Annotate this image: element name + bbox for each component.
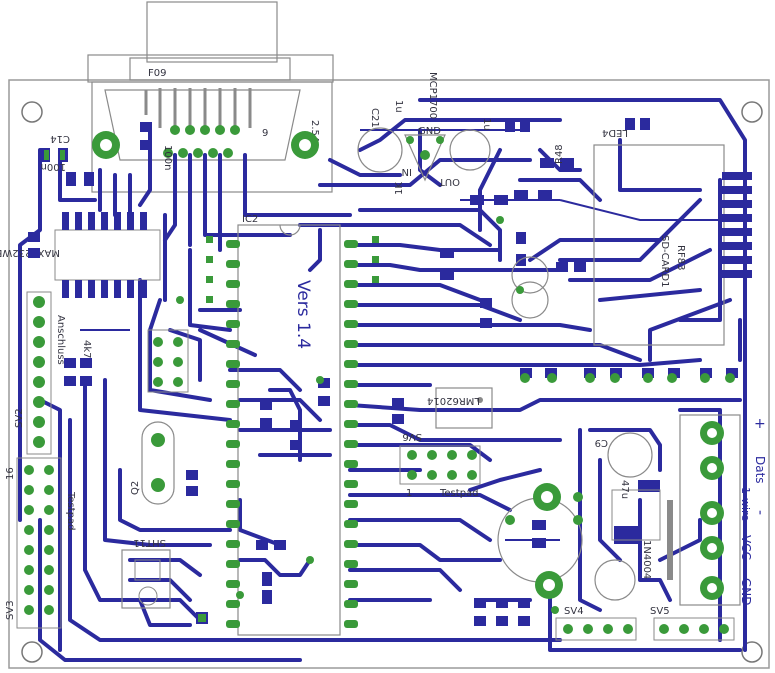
c9-label: C9	[595, 437, 608, 448]
terminal-gnd: GND	[739, 578, 753, 606]
max3232-ic	[54, 212, 161, 298]
header-sv5	[653, 617, 735, 641]
pin9-label: 9	[262, 128, 268, 139]
c14-label: C14	[50, 133, 70, 144]
sv3-name-label: Testpad	[65, 491, 76, 531]
led4-label: LED4	[602, 127, 628, 138]
ic2-label: IC2	[242, 214, 258, 225]
r4k7-label: 4k7	[81, 340, 92, 359]
c21-label: C21	[369, 108, 380, 128]
sv6-label: SV6	[402, 431, 422, 442]
sd-card-contacts	[722, 172, 752, 278]
power-pads	[505, 483, 583, 599]
regulator-mcp1700	[404, 134, 446, 182]
c21-value: 1u	[393, 100, 404, 113]
sv6-name-label: Testpad	[439, 488, 479, 499]
reg-in-label: IN	[402, 166, 412, 177]
rf-module-label: RF83	[675, 245, 686, 270]
led-res-label: 1K	[394, 182, 405, 195]
sd-card-label: SD-CARD1	[659, 235, 670, 288]
sv2-name-label: Anschluss	[55, 315, 66, 365]
c15-value: 100n	[162, 145, 173, 170]
smd-pads-green	[44, 150, 735, 622]
reg-gnd-label: GND	[418, 126, 441, 137]
connector-label: F09	[148, 68, 166, 79]
regulator-label: MCP1700	[427, 72, 438, 119]
crystal-q2	[141, 421, 175, 505]
mounting-hole-tr	[741, 101, 763, 123]
vias	[176, 216, 559, 614]
ic4-opto	[435, 387, 493, 429]
diode-part-label: 1N4004	[641, 540, 652, 579]
sv2-label: SV2	[14, 408, 25, 428]
ic4-part-label: LMR62014	[427, 395, 480, 406]
sht11-label: SHT11	[133, 537, 166, 548]
mounting-hole-bl	[21, 641, 43, 663]
reg-out-label: OUT	[438, 176, 460, 187]
diode-inductor	[611, 489, 673, 580]
terminal-block	[679, 414, 741, 606]
header-sv4	[555, 617, 637, 641]
pitch-label: 2.54	[309, 120, 320, 142]
sv4-label: SV4	[564, 606, 584, 617]
sv3-label: SV3	[5, 600, 16, 620]
c14-value: 100n	[41, 161, 66, 172]
terminal-plus: +	[754, 416, 766, 432]
terminal-minus: -	[752, 510, 768, 515]
cap47u-label: 47u	[619, 480, 630, 499]
r48-label: R48	[554, 144, 565, 164]
sensor-sht11	[121, 549, 171, 609]
terminal-vcc: VCC	[739, 535, 753, 560]
c13-value: 1u	[481, 118, 492, 131]
ic2-microcontroller	[237, 224, 341, 636]
terminal-wire: 1-wire	[739, 487, 752, 521]
header-sv1	[147, 329, 189, 393]
ic2-pads	[226, 240, 358, 628]
version-label: Vers 1.4	[293, 280, 313, 349]
sv6-pin-label: 1	[406, 488, 412, 499]
header-sv2	[26, 291, 52, 455]
dsub-pins	[92, 88, 319, 159]
mounting-hole-tl	[21, 101, 43, 123]
sv5-label: SV5	[650, 606, 670, 617]
header-sv3	[16, 457, 62, 629]
sv3-pin-label: 16	[5, 467, 16, 480]
q2-label: Q2	[130, 481, 141, 495]
header-sv6	[399, 445, 481, 485]
terminal-dats: Dats	[753, 456, 767, 484]
